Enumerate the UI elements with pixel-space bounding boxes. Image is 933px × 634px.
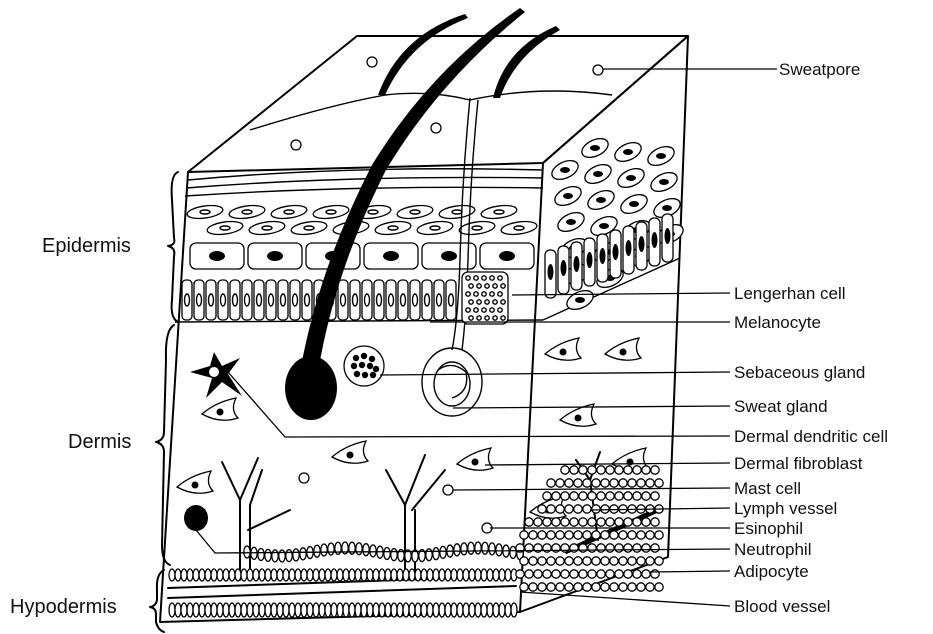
basal-cell (266, 280, 276, 320)
label-sweatpore: Sweatpore (779, 60, 860, 79)
label-dermal-dendritic-cell: Dermal dendritic cell (734, 427, 888, 446)
neutrophil (184, 505, 208, 531)
granular-cell (186, 204, 223, 221)
granular-cell (458, 220, 495, 237)
granular-cell (290, 220, 327, 237)
langerhans-cell-cluster (462, 272, 508, 324)
basal-cell (194, 280, 204, 320)
label-melanocyte: Melanocyte (734, 313, 821, 332)
basal-cell (338, 280, 348, 320)
label-neutrophil: Neutrophil (734, 540, 812, 559)
granular-cell (416, 220, 453, 237)
epidermis-label: Epidermis (42, 235, 131, 257)
sebaceous-gland (344, 346, 384, 386)
basal-cell (278, 280, 288, 320)
granular-cell (500, 220, 537, 237)
basal-cell (206, 280, 216, 320)
granular-cell (248, 220, 285, 237)
basal-cell (398, 280, 408, 320)
basal-cell (182, 280, 192, 320)
label-sweat-gland: Sweat gland (734, 397, 828, 416)
basal-cell (290, 280, 300, 320)
basal-cell (218, 280, 228, 320)
basal-cell (350, 280, 360, 320)
basal-cell (422, 280, 432, 320)
epidermis-cells (182, 135, 686, 320)
label-esinophil: Esinophil (734, 519, 803, 538)
basal-cell (362, 280, 372, 320)
basal-cell (374, 280, 384, 320)
granular-cell (396, 204, 433, 221)
basal-cell (302, 280, 312, 320)
basal-cell (446, 280, 456, 320)
basal-cell (386, 280, 396, 320)
hypodermis-label: Hypodermis (10, 596, 117, 618)
label-sebaceous-gland: Sebaceous gland (734, 363, 865, 382)
label-mast-cell: Mast cell (734, 479, 801, 498)
granular-cell (228, 204, 265, 221)
label-langerhans-cell: Lengerhan cell (734, 284, 846, 303)
label-adipocyte: Adipocyte (734, 562, 809, 581)
label-dermal-fibroblast: Dermal fibroblast (734, 454, 863, 473)
dermis-label: Dermis (68, 431, 131, 453)
granular-cell (206, 220, 243, 237)
granular-cell (480, 204, 517, 221)
label-blood-vessel: Blood vessel (734, 597, 830, 616)
basal-cell (410, 280, 420, 320)
dermal-fibroblasts (177, 338, 648, 518)
granular-cell (312, 204, 349, 221)
dermal-dendritic-cell (190, 352, 242, 398)
basal-cell (230, 280, 240, 320)
granular-cell (270, 204, 307, 221)
granular-cell (374, 220, 411, 237)
mast-cells (299, 473, 492, 533)
basal-cell (434, 280, 444, 320)
basal-cell (242, 280, 252, 320)
label-lymph-vessel: Lymph vessel (734, 499, 837, 518)
basal-cell (254, 280, 264, 320)
